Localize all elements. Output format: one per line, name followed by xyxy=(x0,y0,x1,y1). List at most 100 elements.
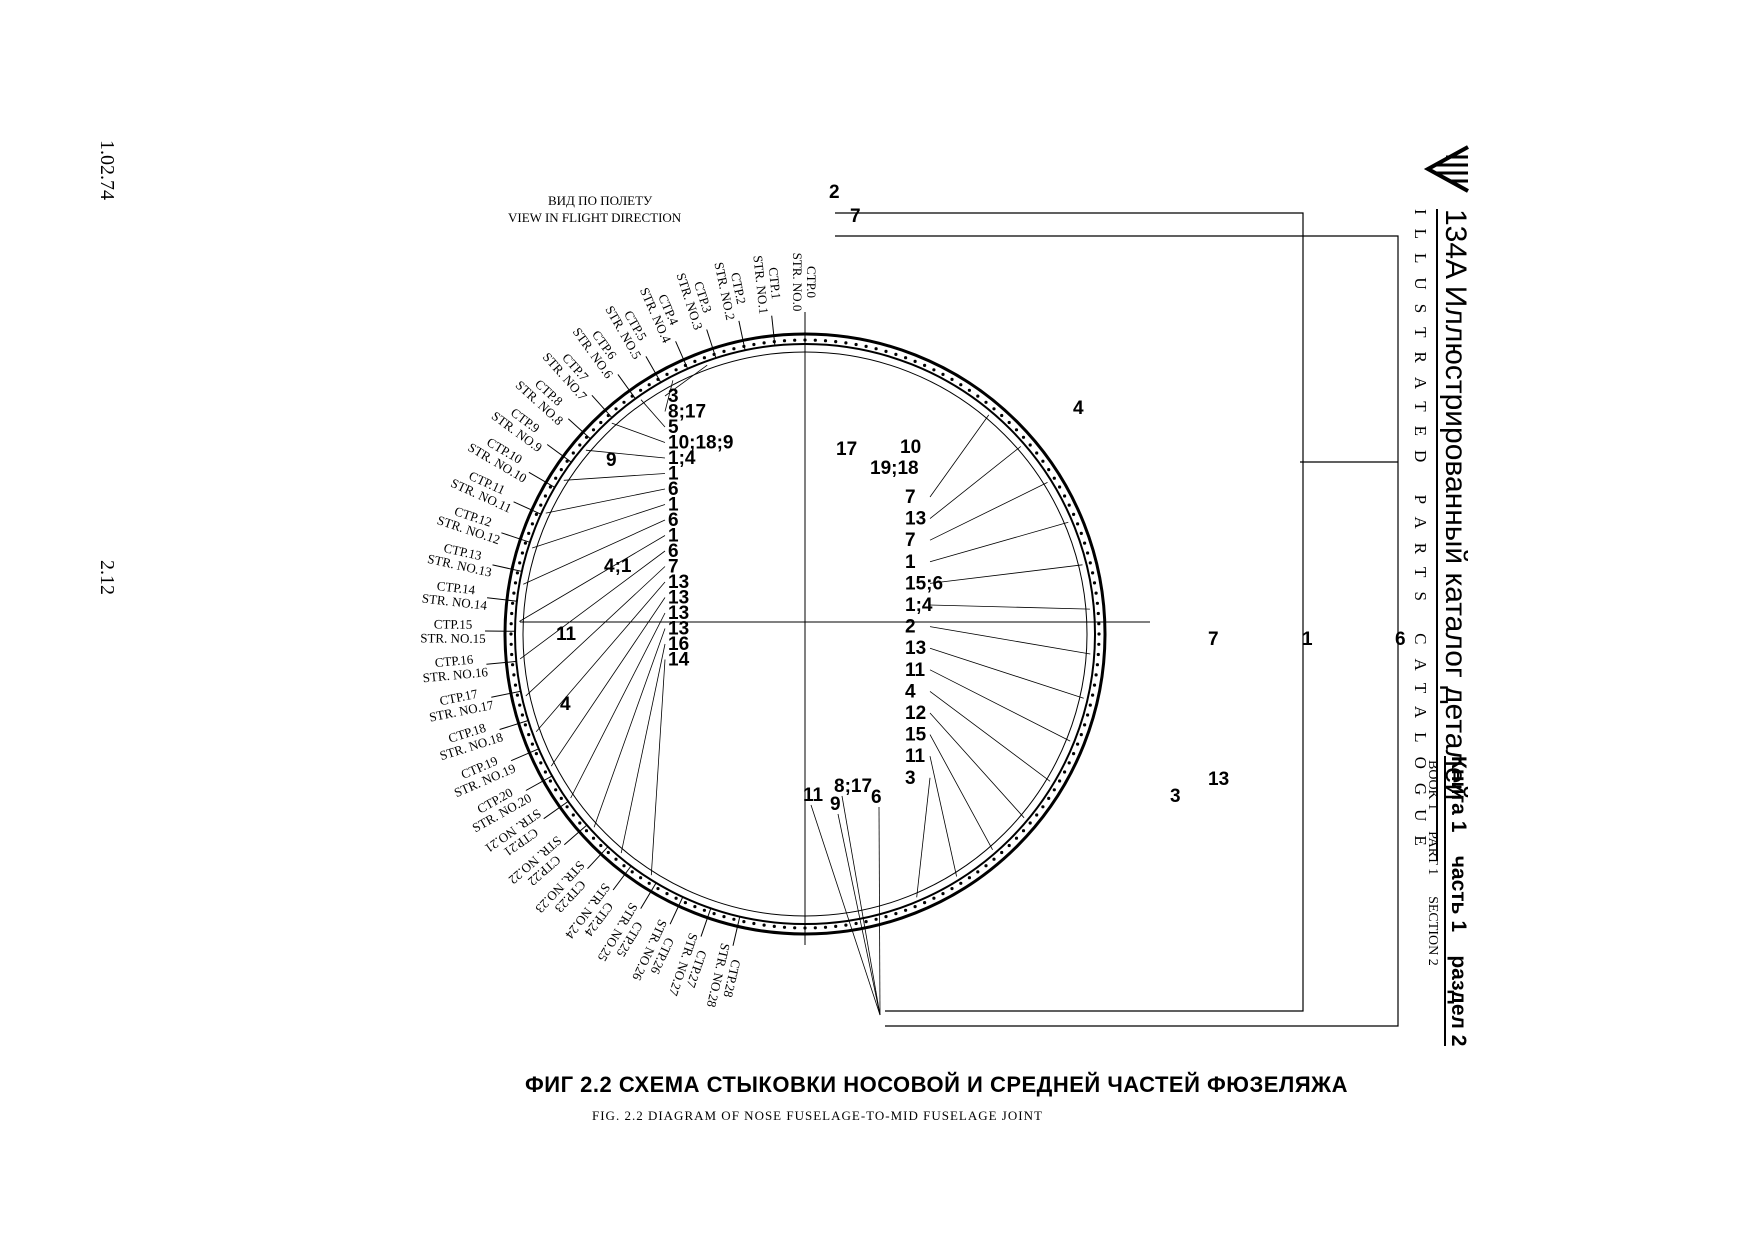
catalogue-header: 134A Иллюстрированный каталог деталей IL… xyxy=(1410,143,1472,860)
callout-far-right: 1 xyxy=(1302,629,1313,650)
leader-line xyxy=(929,626,1091,655)
stringer-label: СТР.13STR. NO.13 xyxy=(426,537,496,579)
callout-center: 17 xyxy=(836,439,857,460)
rivet-dot xyxy=(864,920,868,924)
callout-right: 12 xyxy=(905,703,926,724)
rivet-dot xyxy=(782,925,787,929)
rivet-dot xyxy=(1076,522,1080,526)
rivet-dot xyxy=(793,926,797,930)
rivet-dot xyxy=(639,388,643,392)
rivet-dot xyxy=(793,338,797,342)
rivet-dot xyxy=(772,924,776,929)
callout-right: 13 xyxy=(905,509,926,530)
rivet-dot xyxy=(959,383,963,387)
rivet-dot xyxy=(894,352,898,356)
rivet-dot xyxy=(591,836,596,840)
rivet-dot xyxy=(984,400,988,404)
rivet-dot xyxy=(1028,443,1032,447)
rivet-dot xyxy=(1083,723,1087,727)
rivet-dot xyxy=(864,344,868,348)
callout-left: 7 xyxy=(668,557,679,578)
rivet-dot xyxy=(1047,796,1051,801)
rivet-dot xyxy=(665,372,669,376)
rivet-dot xyxy=(518,561,522,565)
stringer-tick xyxy=(487,597,517,602)
rivet-dot xyxy=(1067,761,1071,765)
rivet-dot xyxy=(509,632,513,636)
callout-left: 14 xyxy=(668,650,690,671)
leader-line xyxy=(929,604,1090,610)
rivet-dot xyxy=(1096,611,1100,616)
rivet-dot xyxy=(693,905,697,909)
rivet-dot xyxy=(548,779,553,783)
rivet-dot xyxy=(1058,779,1062,783)
rivet-dot xyxy=(762,341,766,345)
leader-line xyxy=(929,446,1022,519)
rivet-dot xyxy=(992,407,996,411)
stringer-tick xyxy=(669,896,684,925)
rivet-dot xyxy=(530,742,535,746)
callout-left: 10;18;9 xyxy=(668,433,734,454)
rivet-dot xyxy=(884,349,888,353)
callout-left: 6 xyxy=(668,510,679,531)
rivet-dot xyxy=(913,905,917,909)
rivet-dot xyxy=(1000,413,1004,418)
rivet-dot xyxy=(1052,788,1056,792)
rivet-dot xyxy=(548,485,553,489)
rivet-dot xyxy=(834,340,838,344)
rivet-dot xyxy=(1097,642,1101,646)
rivet-dot xyxy=(530,522,535,526)
rivet-dot xyxy=(622,864,626,868)
callout-top: 7 xyxy=(850,206,861,227)
rivet-dot xyxy=(992,857,996,861)
rivet-dot xyxy=(803,926,807,930)
rivet-dot xyxy=(606,850,610,855)
leader-line xyxy=(611,422,666,443)
rivet-dot xyxy=(813,338,817,342)
rivet-dot xyxy=(702,356,707,360)
rivet-dot xyxy=(584,829,589,833)
leader-line xyxy=(929,669,1071,742)
stringer-tick xyxy=(486,660,517,665)
rivet-dot xyxy=(513,581,518,585)
leader-line xyxy=(841,795,881,1016)
rivet-dot xyxy=(543,770,548,774)
rivet-dot xyxy=(941,372,945,376)
leader-line xyxy=(519,535,666,622)
rivet-dot xyxy=(515,693,520,697)
rivet-dot xyxy=(630,870,634,874)
leader-line xyxy=(837,813,881,1016)
callout-left: 1 xyxy=(668,464,679,485)
rivet-dot xyxy=(1097,622,1101,626)
rivet-dot xyxy=(539,503,543,507)
rivet-dot xyxy=(559,468,563,472)
leader-line xyxy=(532,504,666,549)
leader-line xyxy=(620,643,666,854)
rivet-dot xyxy=(1041,459,1045,463)
stringer-tick xyxy=(501,532,531,543)
rivet-dot xyxy=(554,788,558,792)
leader-line xyxy=(929,756,957,877)
rivet-dot xyxy=(565,805,569,809)
leader-line xyxy=(650,659,666,876)
leader-line xyxy=(525,566,666,697)
rivet-dot xyxy=(518,703,522,707)
leader-line xyxy=(929,414,990,498)
stringer-tick xyxy=(675,341,689,370)
callout-left: 8;17 xyxy=(668,402,706,423)
stringer-label: СТР.16STR. NO.16 xyxy=(421,650,489,685)
rivet-dot xyxy=(1079,531,1083,536)
leader-line xyxy=(929,734,993,850)
callout-left: 1 xyxy=(668,495,679,516)
callout-top: 2 xyxy=(829,182,840,203)
leader-line xyxy=(545,488,666,514)
callout-top: 4 xyxy=(1073,398,1084,419)
rivet-dot xyxy=(527,531,531,536)
rivet-dot xyxy=(559,796,563,801)
callout-far-right: 7 xyxy=(1208,629,1219,650)
stringer-tick xyxy=(706,329,717,359)
rivet-dot xyxy=(823,339,828,343)
stringer-label: СТР.3STR. NO.3 xyxy=(674,267,720,332)
leader-line xyxy=(929,482,1048,541)
